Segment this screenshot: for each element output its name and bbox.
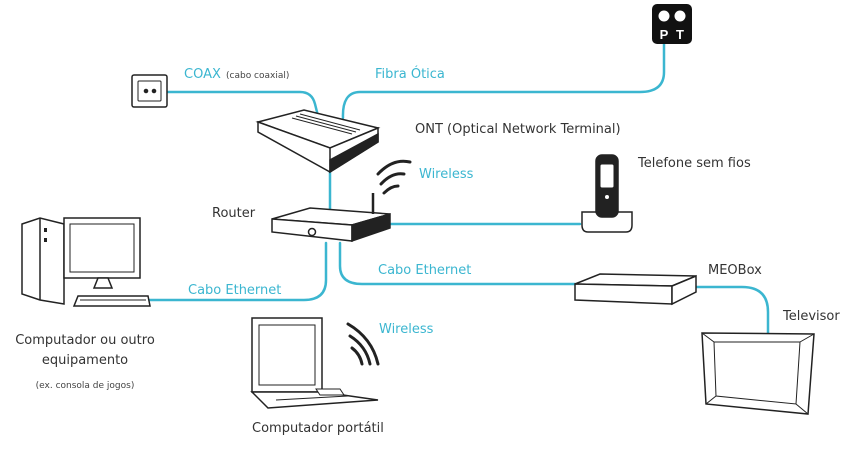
pt-logo-letter-p: P	[660, 27, 669, 42]
laptop-icon	[250, 317, 379, 409]
telefone-label: Telefone sem fios	[638, 156, 751, 171]
wireless-waves-icon	[376, 159, 412, 195]
fiber-cable	[341, 42, 666, 120]
meobox-tv-cable	[694, 285, 770, 335]
wireless-router-label: Wireless	[419, 167, 474, 182]
portatil-label: Computador portátil	[252, 421, 384, 436]
pt-logo-letter-t: T	[676, 27, 684, 42]
desktop-computer-icon	[21, 217, 151, 307]
television-icon	[701, 332, 815, 415]
coax-label: COAX	[184, 67, 221, 82]
meobox-label: MEOBox	[708, 263, 762, 278]
wall-socket-icon	[131, 74, 168, 108]
ont-device-icon	[255, 109, 381, 174]
meobox-icon	[574, 273, 697, 306]
cordless-phone-icon	[581, 154, 633, 233]
cables	[148, 42, 770, 335]
wireless-laptop-label: Wireless	[379, 322, 434, 337]
televisor-label: Televisor	[783, 309, 840, 324]
router-pc-cable	[148, 241, 328, 302]
pt-logo-icon: P T	[652, 4, 692, 44]
router-icon	[271, 193, 391, 243]
cabo-ethernet-pc-label: Cabo Ethernet	[188, 283, 282, 298]
ont-label: ONT (Optical Network Terminal)	[415, 122, 621, 137]
cabo-ethernet-meobox-label: Cabo Ethernet	[378, 263, 472, 278]
coax-note-label: (cabo coaxial)	[226, 71, 290, 81]
router-label: Router	[212, 206, 256, 221]
router-meobox-cable	[338, 241, 577, 286]
coax-cable	[166, 90, 320, 118]
computador-label-line2: equipamento	[41, 353, 129, 368]
fibra-otica-label: Fibra Ótica	[375, 67, 445, 82]
wireless-waves-laptop-icon	[346, 322, 380, 366]
computador-label-line1: Computador ou outro	[15, 333, 155, 348]
computador-note-label: (ex. consola de jogos)	[35, 381, 135, 391]
